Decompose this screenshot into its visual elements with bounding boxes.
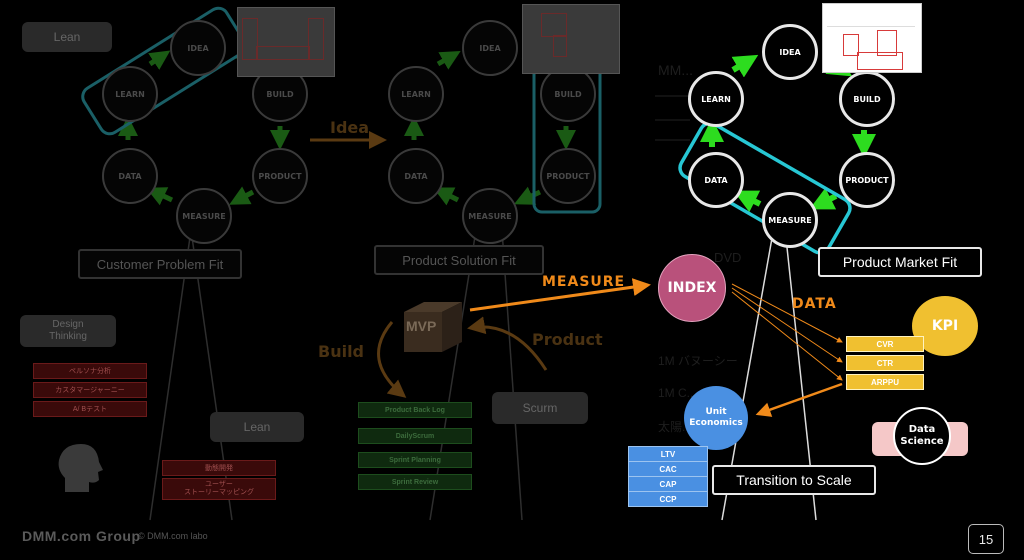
transition-to-scale-box: Transition to Scale: [712, 465, 876, 495]
node-idea-middle: IDEA: [462, 20, 518, 76]
green-tag-review: Sprint Review: [358, 474, 472, 490]
product-label: Product: [532, 330, 603, 349]
green-tag-backlog: Product Back Log: [358, 402, 472, 418]
kpi-tag-cvr: CVR: [846, 336, 924, 352]
lean-badge: Lean: [22, 22, 112, 52]
node-idea-right: IDEA: [762, 24, 818, 80]
cone-middle: [429, 229, 523, 521]
node-learn-middle: LEARN: [388, 66, 444, 122]
data-arrows: [731, 283, 843, 381]
lean-badge-2: Lean: [210, 412, 304, 442]
node-learn-right: LEARN: [688, 71, 744, 127]
data-arrow-label: DATA: [792, 296, 837, 312]
red-tag-ab: A/ Bテスト: [33, 401, 147, 417]
measure-arrow: [469, 278, 651, 312]
green-tag-planning: Sprint Planning: [358, 452, 472, 468]
node-build-right: BUILD: [839, 71, 895, 127]
bg-lines: [655, 95, 690, 141]
build-arrow: [377, 321, 407, 398]
node-data-left: DATA: [102, 148, 158, 204]
measure-arrow-label: MEASURE: [542, 274, 626, 290]
node-idea-left: IDEA: [170, 20, 226, 76]
mvp-label: MVP: [406, 318, 437, 334]
green-tag-daily: DailyScrum: [358, 428, 472, 444]
red-tag-agile: 動態開発: [162, 460, 276, 476]
unit-economics-circle: Unit Economics: [684, 386, 748, 450]
unit-tag-cap: CAP: [628, 476, 708, 492]
node-product-right: PRODUCT: [839, 152, 895, 208]
product-solution-fit-box: Product Solution Fit: [374, 245, 544, 275]
dmm-logo: DMM.com Group: [22, 528, 141, 544]
bg-text-4: 1M C...: [658, 386, 697, 400]
kpi-to-unit-arrow: [755, 382, 843, 417]
node-learn-left: LEARN: [102, 66, 158, 122]
storyboard-thumb-middle: [522, 4, 620, 74]
bg-text-2: DVD: [714, 250, 742, 265]
frame-right: [678, 121, 852, 255]
product-arrow: [467, 316, 548, 371]
red-tag-persona: ペルソナ分析: [33, 363, 147, 379]
node-measure-right: MEASURE: [762, 192, 818, 248]
node-measure-middle: MEASURE: [462, 188, 518, 244]
product-market-fit-box: Product Market Fit: [818, 247, 982, 277]
kpi-tag-ctr: CTR: [846, 355, 924, 371]
loop-arrows-left: [118, 50, 290, 206]
page-number: 15: [968, 524, 1004, 554]
customer-problem-fit-box: Customer Problem Fit: [78, 249, 242, 279]
unit-tag-ltv: LTV: [628, 446, 708, 462]
frame-left: [81, 6, 247, 136]
idea-label: Idea: [330, 118, 370, 137]
mvp-box-icon: MVP: [398, 296, 468, 354]
build-label: Build: [318, 342, 365, 361]
node-product-left: PRODUCT: [252, 148, 308, 204]
node-data-middle: DATA: [388, 148, 444, 204]
red-tag-journey: カスタマージャーニー: [33, 382, 147, 398]
unit-tag-ccp: CCP: [628, 491, 708, 507]
design-thinking-badge: Design Thinking: [20, 315, 116, 347]
node-measure-left: MEASURE: [176, 188, 232, 244]
kpi-tag-arppu: ARPPU: [846, 374, 924, 390]
head-icon: [58, 444, 103, 492]
copyright-text: © DMM.com labo: [138, 531, 208, 541]
bg-text-5: 太陽...: [658, 420, 693, 434]
index-circle: INDEX: [658, 254, 726, 322]
unit-tag-cac: CAC: [628, 461, 708, 477]
data-science-badge: Data Science: [893, 407, 951, 465]
scrum-badge: Scurm: [492, 392, 588, 424]
node-product-middle: PRODUCT: [540, 148, 596, 204]
storyboard-thumb-right: [822, 3, 922, 73]
node-build-middle: BUILD: [540, 66, 596, 122]
node-data-right: DATA: [688, 152, 744, 208]
bg-text-1: MM...: [658, 62, 693, 78]
red-tag-story-map: ユーザー ストーリーマッピング: [162, 478, 276, 500]
storyboard-thumb-left: [237, 7, 335, 77]
bg-text-3: 1M バヌーシー: [658, 354, 738, 368]
